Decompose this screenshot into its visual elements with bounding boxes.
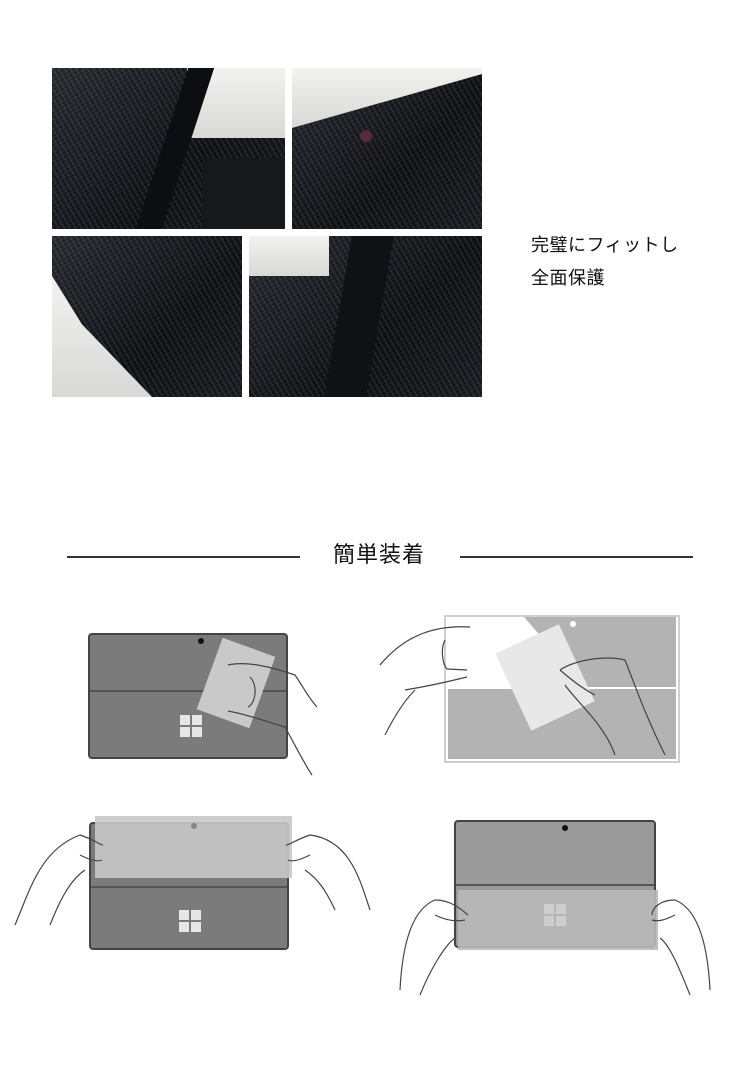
divider-right — [460, 556, 693, 558]
windows-logo-icon — [179, 910, 201, 932]
feature-caption: 完璧にフィットし 全面保護 — [531, 229, 679, 295]
photo-connector — [249, 236, 482, 397]
camera-dot — [198, 638, 204, 644]
step-peel-backing — [375, 605, 695, 775]
hands-icon — [379, 626, 666, 756]
section-title: 簡単装着 — [332, 543, 425, 568]
step-align-top-skin — [10, 800, 380, 970]
camera-lens — [360, 130, 372, 142]
hand-icon — [227, 663, 318, 776]
photo-side-ports — [52, 236, 242, 397]
hands-icon — [14, 834, 371, 926]
photo-kickstand — [52, 68, 285, 229]
hands-icon — [399, 899, 711, 996]
divider-left — [67, 556, 300, 558]
photo-camera-corner — [292, 68, 482, 229]
windows-logo-icon — [544, 904, 566, 926]
caption-line-2: 全面保護 — [531, 268, 605, 289]
camera-dot — [562, 825, 568, 831]
windows-logo-icon — [180, 715, 202, 737]
step-apply-bottom-skin — [390, 800, 720, 1000]
bottom-skin-sheet — [458, 890, 658, 950]
step-clean-surface — [80, 615, 340, 785]
caption-line-1: 完璧にフィットし — [531, 235, 679, 256]
top-skin-sheet — [95, 816, 292, 878]
